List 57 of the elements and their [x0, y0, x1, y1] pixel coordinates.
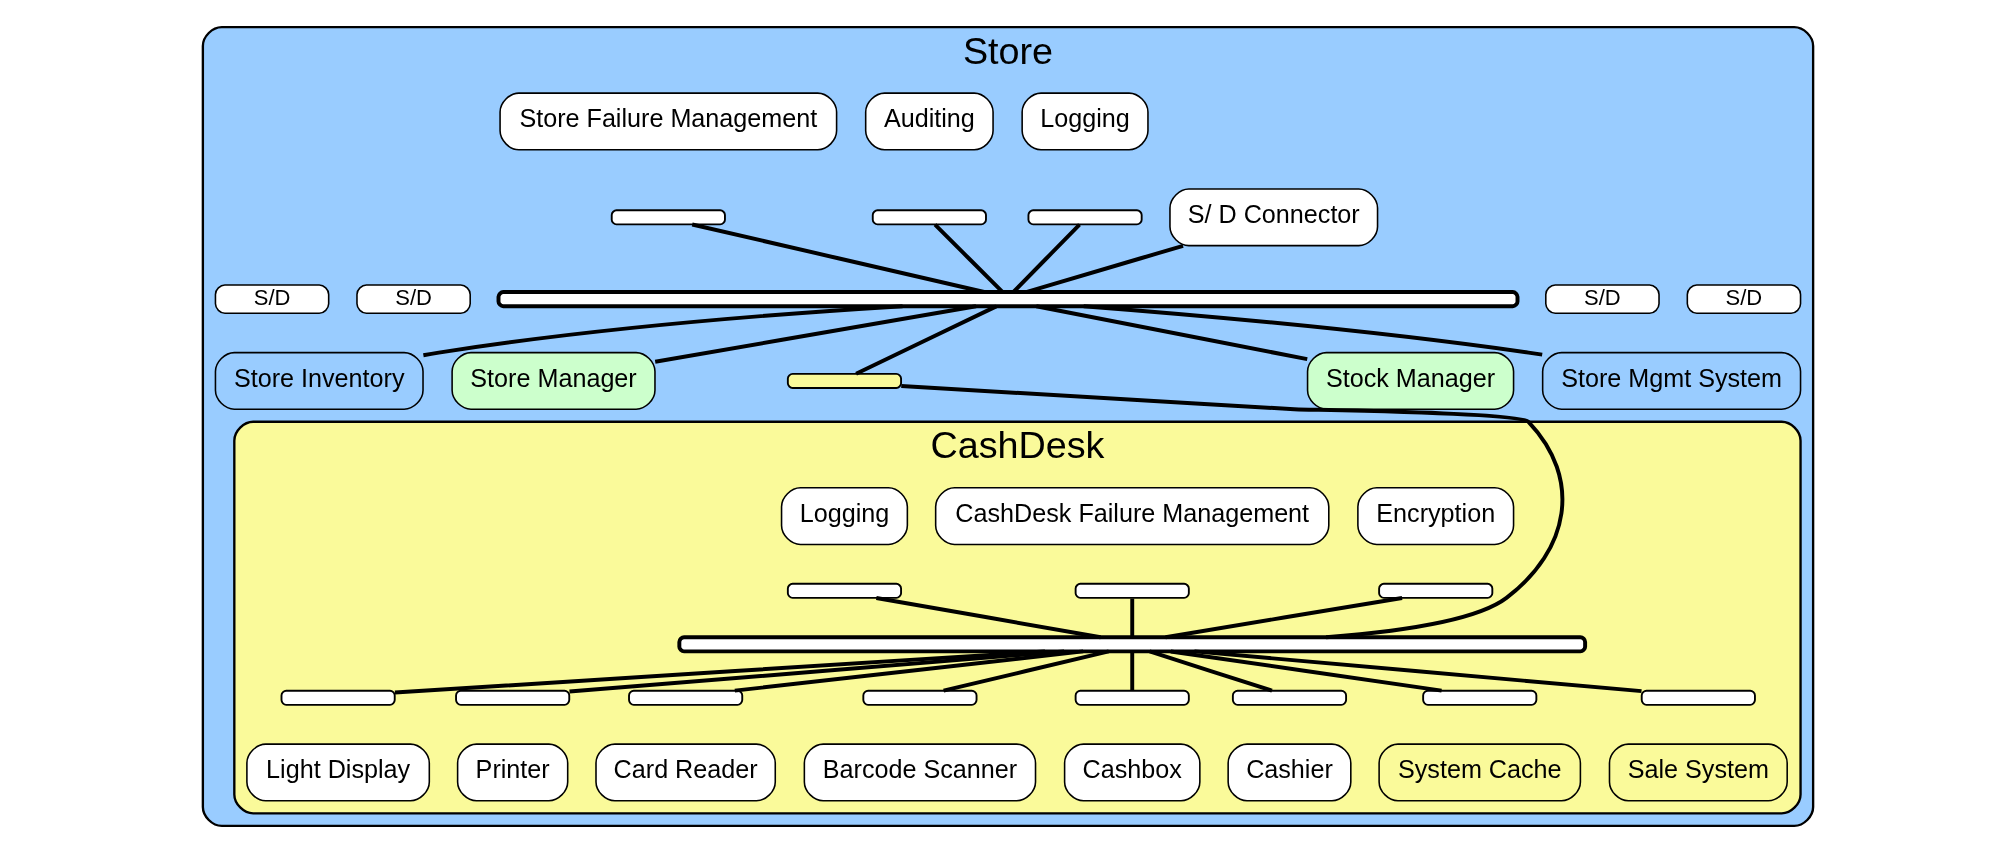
connector [901, 383, 1565, 640]
node-box: Store Inventory [214, 351, 424, 410]
node-box: Store Mgmt System [1541, 351, 1802, 410]
node-box: Stock Manager [1306, 351, 1515, 410]
node-box: Store Manager [451, 351, 656, 410]
node-box: Auditing [864, 92, 994, 151]
node-box: S/D [214, 284, 330, 315]
connector [734, 649, 1084, 693]
node-bar [455, 689, 571, 706]
connector [1170, 649, 1442, 693]
node-box: S/ D Connector [1169, 188, 1379, 247]
node-bar [280, 689, 396, 706]
node-box: Encryption [1357, 487, 1515, 546]
connector [1130, 598, 1135, 638]
node-bar [610, 209, 726, 226]
connector [423, 304, 903, 358]
connector [855, 304, 998, 376]
connector [1165, 596, 1403, 640]
node-bar [1074, 689, 1190, 706]
node-bar [786, 372, 902, 389]
node-box: Sale System [1608, 743, 1788, 802]
node-box: Card Reader [595, 743, 777, 802]
connector [654, 304, 977, 364]
node-box: Store Failure Management [499, 92, 838, 151]
node-bar [1640, 689, 1756, 706]
node-bar [1378, 582, 1494, 599]
connector [1083, 304, 1543, 357]
connector [1130, 652, 1135, 691]
node-bar [786, 582, 902, 599]
node-box: CashDesk Failure Management [934, 487, 1330, 546]
node-bar [1422, 689, 1538, 706]
node-box: Printer [456, 743, 569, 802]
node-box: S/D [356, 284, 471, 315]
node-box: Logging [780, 487, 909, 546]
connector [394, 649, 1046, 695]
node-bar [1074, 582, 1190, 599]
node-box: Light Display [246, 743, 431, 802]
connector [1035, 304, 1308, 362]
node-box: S/D [1545, 284, 1660, 315]
connector [943, 649, 1110, 693]
node-bar [1231, 689, 1348, 706]
connector [876, 596, 1101, 640]
node-bar [862, 689, 978, 706]
node-box: System Cache [1378, 743, 1582, 802]
node-box: Logging [1021, 92, 1149, 151]
node-bar [871, 209, 987, 226]
connector [1194, 649, 1642, 694]
node-box: Cashbox [1063, 743, 1201, 802]
node-bar [677, 635, 1588, 654]
node-bar [1027, 209, 1143, 226]
connector [1149, 649, 1273, 693]
connector [569, 649, 1065, 694]
node-bar [628, 689, 744, 706]
node-bar [496, 290, 1520, 309]
node-box: Cashier [1227, 743, 1352, 802]
node-box: Barcode Scanner [803, 743, 1037, 802]
node-box: S/D [1686, 284, 1802, 315]
